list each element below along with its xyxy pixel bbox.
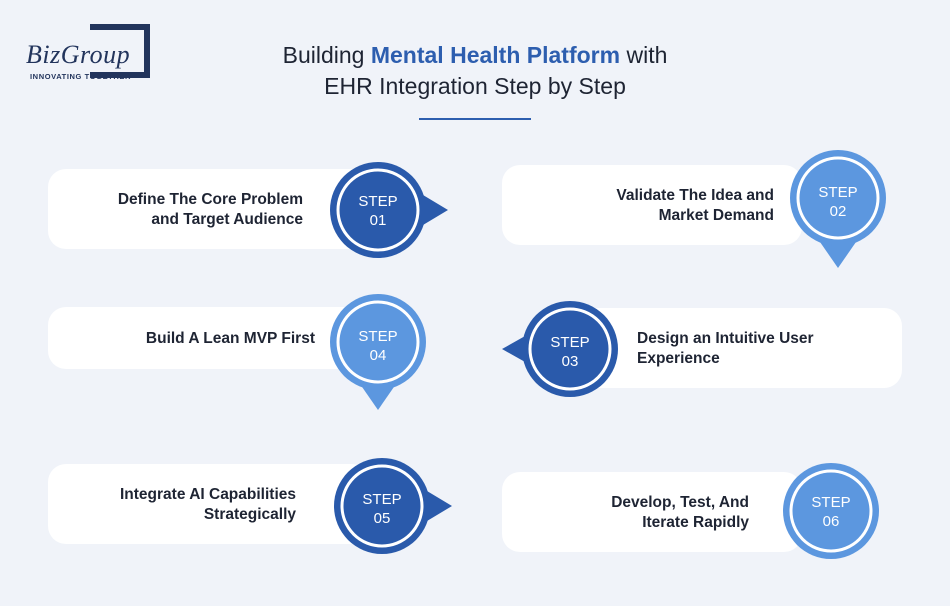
step-04-badge — [330, 294, 426, 410]
step-01-label: STEP 01 — [338, 192, 418, 230]
bizgroup-logo: BizGroup INNOVATING TOGETHER — [22, 24, 158, 84]
step-05-line-1: Integrate AI Capabilities — [120, 486, 296, 503]
title-line-2: EHR Integration Step by Step — [324, 73, 626, 99]
step-06-number: 06 — [822, 513, 840, 530]
step-06-line-1: Develop, Test, And — [611, 494, 749, 511]
step-05-badge — [334, 458, 452, 554]
step-05-number: 05 — [373, 510, 391, 527]
step-card-05 — [48, 464, 370, 544]
step-05-word: STEP — [362, 491, 402, 508]
step-01-badge — [330, 162, 448, 258]
page-title: Building Mental Health Platform with EHR… — [200, 40, 750, 102]
step-03-word: STEP — [550, 334, 590, 351]
step-02-word: STEP — [818, 184, 858, 201]
step-04-text: Build A Lean MVP First — [60, 329, 315, 349]
step-03-badge — [502, 301, 618, 397]
step-06-badge — [783, 463, 879, 559]
step-05-arrow-icon — [422, 488, 452, 524]
step-03-number: 03 — [561, 353, 579, 370]
step-01-line-2: and Target Audience — [151, 211, 303, 228]
title-highlight: Mental Health Platform — [370, 42, 621, 68]
step-02-arrow-icon — [820, 242, 856, 268]
step-02-label: STEP 02 — [798, 183, 878, 221]
step-04-arrow-icon — [360, 384, 396, 410]
step-01-line-1: Define The Core Problem — [117, 191, 303, 208]
logo-tagline: INNOVATING TOGETHER — [30, 72, 131, 81]
step-01-arrow-icon — [418, 192, 448, 228]
step-04-line-1: Build A Lean MVP First — [145, 330, 315, 347]
step-card-06 — [502, 472, 802, 552]
step-06-text: Develop, Test, And Iterate Rapidly — [520, 493, 749, 533]
logo-frame — [90, 24, 150, 78]
step-card-01 — [48, 169, 370, 249]
step-02-text: Validate The Idea and Market Demand — [520, 186, 774, 226]
logo-wordmark: BizGroup — [26, 40, 131, 69]
step-06-word: STEP — [811, 494, 851, 511]
step-03-line-1: Design an Intuitive User — [637, 330, 814, 347]
step-02-number: 02 — [829, 203, 847, 220]
step-01-text: Define The Core Problem and Target Audie… — [60, 190, 303, 230]
step-02-line-2: Market Demand — [658, 207, 774, 224]
step-card-02 — [502, 165, 802, 245]
step-03-line-2: Experience — [637, 350, 720, 367]
step-03-text: Design an Intuitive User Experience — [637, 329, 887, 369]
step-04-label: STEP 04 — [338, 327, 418, 365]
step-05-line-2: Strategically — [203, 506, 296, 523]
step-06-line-2: Iterate Rapidly — [642, 514, 749, 531]
step-02-line-1: Validate The Idea and — [616, 187, 774, 204]
step-05-text: Integrate AI Capabilities Strategically — [60, 485, 296, 525]
title-underline — [419, 118, 531, 120]
step-01-number: 01 — [369, 212, 387, 229]
step-04-number: 04 — [369, 347, 387, 364]
step-01-word: STEP — [358, 193, 398, 210]
step-card-04 — [48, 307, 370, 369]
step-card-03 — [570, 308, 902, 388]
step-04-word: STEP — [358, 328, 398, 345]
step-03-label: STEP 03 — [530, 333, 610, 371]
title-prefix: Building — [282, 42, 371, 68]
step-05-label: STEP 05 — [342, 490, 422, 528]
step-06-label: STEP 06 — [791, 493, 871, 531]
title-suffix: with — [620, 42, 668, 68]
title-line-1: Building Mental Health Platform with — [200, 40, 750, 71]
step-02-badge — [790, 150, 886, 268]
